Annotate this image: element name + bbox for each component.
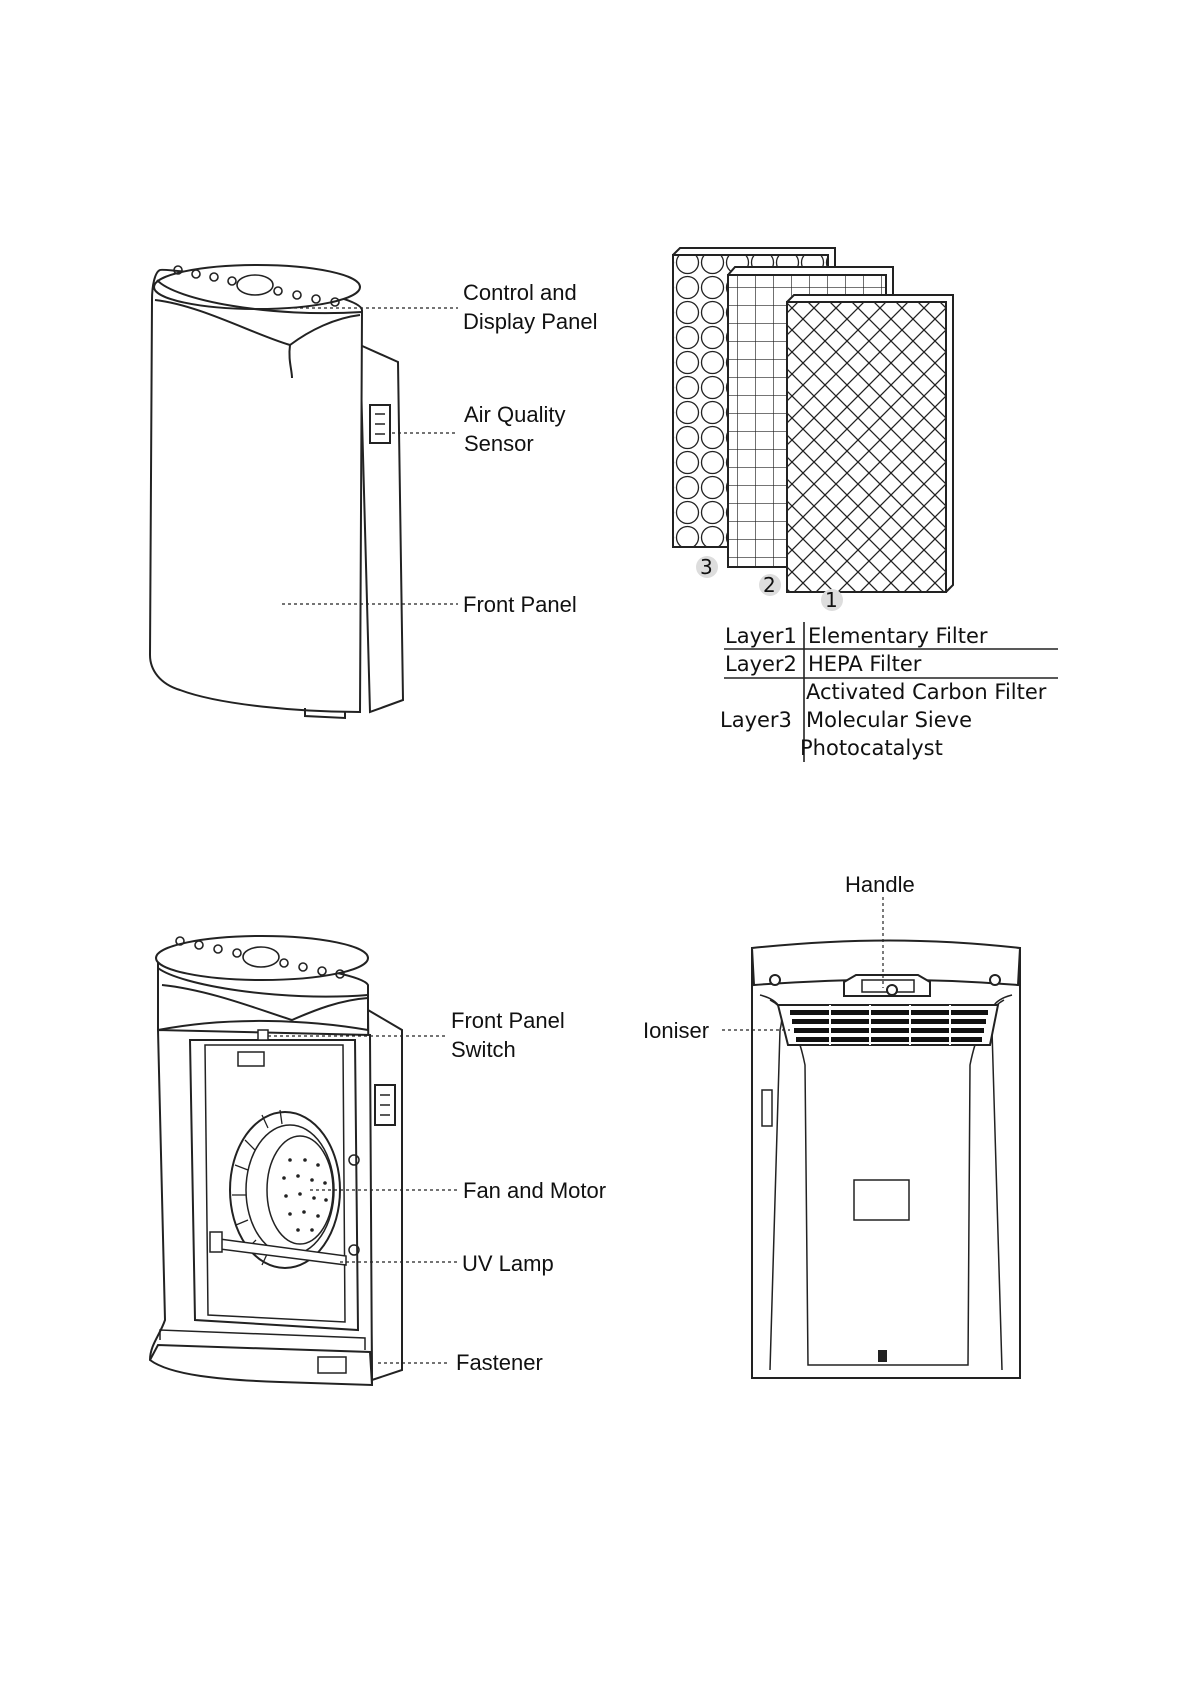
- label-air-quality-sensor: Air Quality Sensor: [464, 400, 565, 458]
- inside-purifier: [150, 936, 402, 1385]
- layer1-name: Layer1: [725, 622, 797, 650]
- layer1-item: Elementary Filter: [808, 622, 988, 650]
- label-front-panel-switch: Front Panel Switch: [451, 1006, 565, 1064]
- filter-number-3: 3: [700, 555, 713, 579]
- label-front-panel: Front Panel: [463, 590, 577, 619]
- label-uv-lamp: UV Lamp: [462, 1249, 554, 1278]
- layer3-name: Layer3: [720, 706, 792, 734]
- filter-number-1: 1: [825, 588, 838, 612]
- filter-layers: [673, 248, 953, 611]
- layer2-name: Layer2: [725, 650, 797, 678]
- filter-number-2: 2: [763, 573, 776, 597]
- layer2-item: HEPA Filter: [808, 650, 921, 678]
- layer3-item-3: Photocatalyst: [800, 734, 943, 762]
- label-handle: Handle: [845, 870, 915, 899]
- back-purifier: [752, 941, 1020, 1379]
- front-purifier: [150, 265, 403, 718]
- layer3-item-2: Molecular Sieve: [806, 706, 972, 734]
- label-control-display-panel: Control and Display Panel: [463, 278, 598, 336]
- layer3-item-1: Activated Carbon Filter: [806, 678, 1046, 706]
- label-ioniser: Ioniser: [643, 1016, 709, 1045]
- label-fastener: Fastener: [456, 1348, 543, 1377]
- label-fan-and-motor: Fan and Motor: [463, 1176, 606, 1205]
